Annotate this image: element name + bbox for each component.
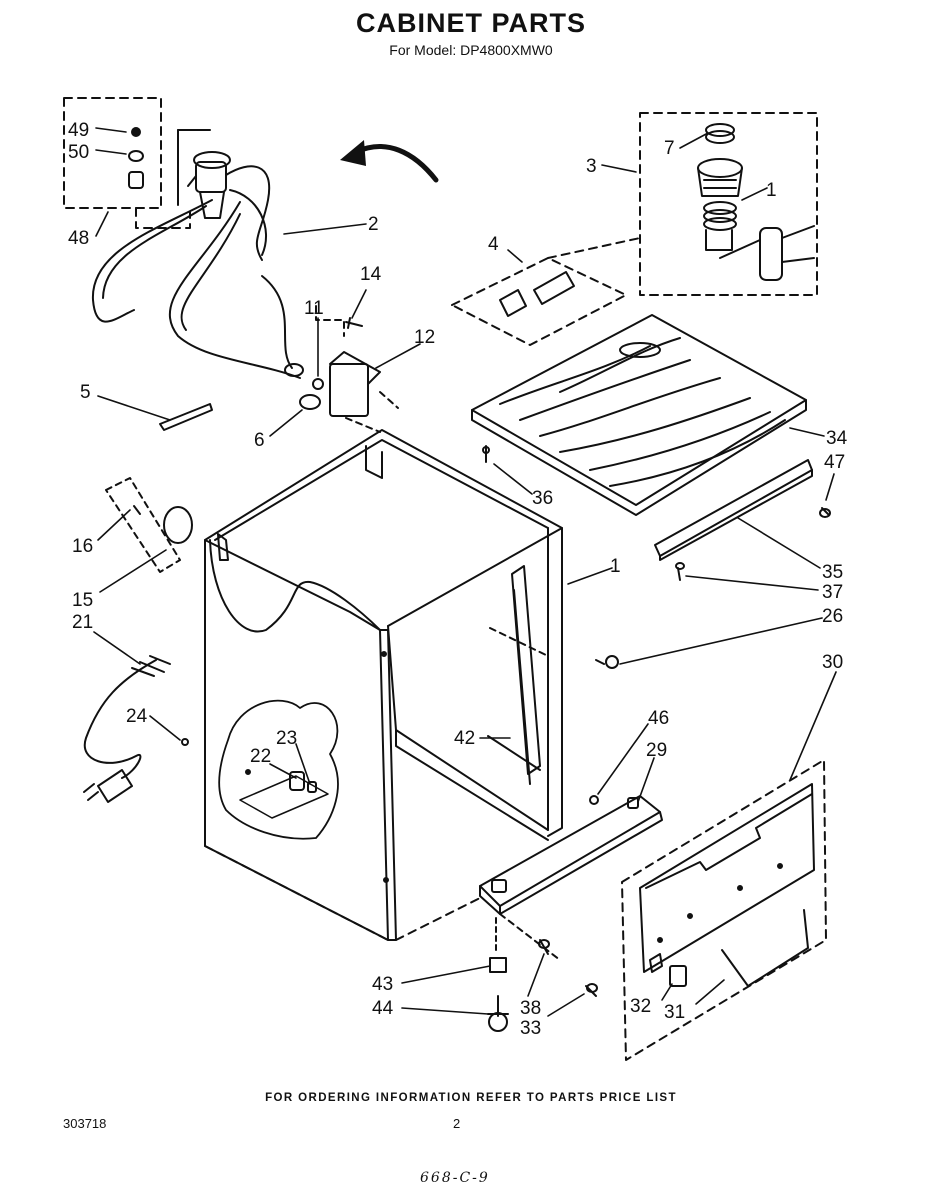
callout-24: 24 [126,706,148,727]
callout-22: 22 [250,746,271,767]
water-valve-hose [91,151,304,379]
power-cord-assembly [83,477,193,803]
top-rail-bracket [482,445,831,581]
callout-35: 35 [822,562,843,583]
callout-12: 12 [414,327,435,348]
callout-5: 5 [80,382,91,403]
parts-14-11-12-5-6 [159,305,399,433]
callout-48: 48 [68,228,89,249]
callout-29: 29 [646,740,667,761]
toe-panel-box [621,759,827,1061]
callout-1-cabinet: 1 [610,556,621,577]
callout-11: 11 [304,298,324,319]
part-4-box [451,237,641,346]
callout-4: 4 [488,234,499,255]
callout-37: 37 [822,582,843,603]
callout-36: 36 [532,488,553,509]
callout-3: 3 [586,156,597,177]
handwritten-note: 668-C-9 [420,1170,490,1186]
callout-30: 30 [822,652,843,673]
callout-23: 23 [276,728,297,749]
callout-31: 31 [664,1002,685,1023]
callout-1-filter: 1 [766,180,777,201]
bottom-rail [479,795,663,1032]
model-subtitle: For Model: DP4800XMW0 [389,42,553,58]
callout-14: 14 [360,264,382,285]
page-number: 2 [453,1116,461,1131]
page-title: CABINET PARTS [355,8,586,38]
callout-15: 15 [72,590,93,611]
side-brace [487,565,619,785]
wood-top-panel [471,314,807,516]
part-49-50-box [63,97,211,229]
callout-2: 2 [368,214,379,235]
ordering-note: FOR ORDERING INFORMATION REFER TO PARTS … [265,1092,677,1104]
callout-7: 7 [664,138,675,159]
document-number: 303718 [63,1116,107,1131]
direction-arrow-icon [340,140,439,183]
callout-33: 33 [520,1018,541,1039]
callout-26: 26 [822,606,843,627]
callout-46: 46 [648,708,669,729]
callout-38: 38 [520,998,541,1019]
callout-49: 49 [68,120,89,141]
main-cabinet [181,429,563,941]
part-3-box [639,112,818,296]
callout-34: 34 [826,428,848,449]
callout-50: 50 [68,142,89,163]
callout-32: 32 [630,996,651,1017]
callout-6: 6 [254,430,265,451]
leader-lines [93,127,837,1017]
callout-43: 43 [372,974,393,995]
callout-labels: 49 50 48 2 3 7 1 4 14 11 12 5 6 34 47 36… [68,120,848,1039]
callout-47: 47 [824,452,845,473]
callout-16: 16 [72,536,93,557]
callout-21: 21 [72,612,93,633]
callout-42: 42 [454,728,475,749]
callout-44: 44 [372,998,394,1019]
